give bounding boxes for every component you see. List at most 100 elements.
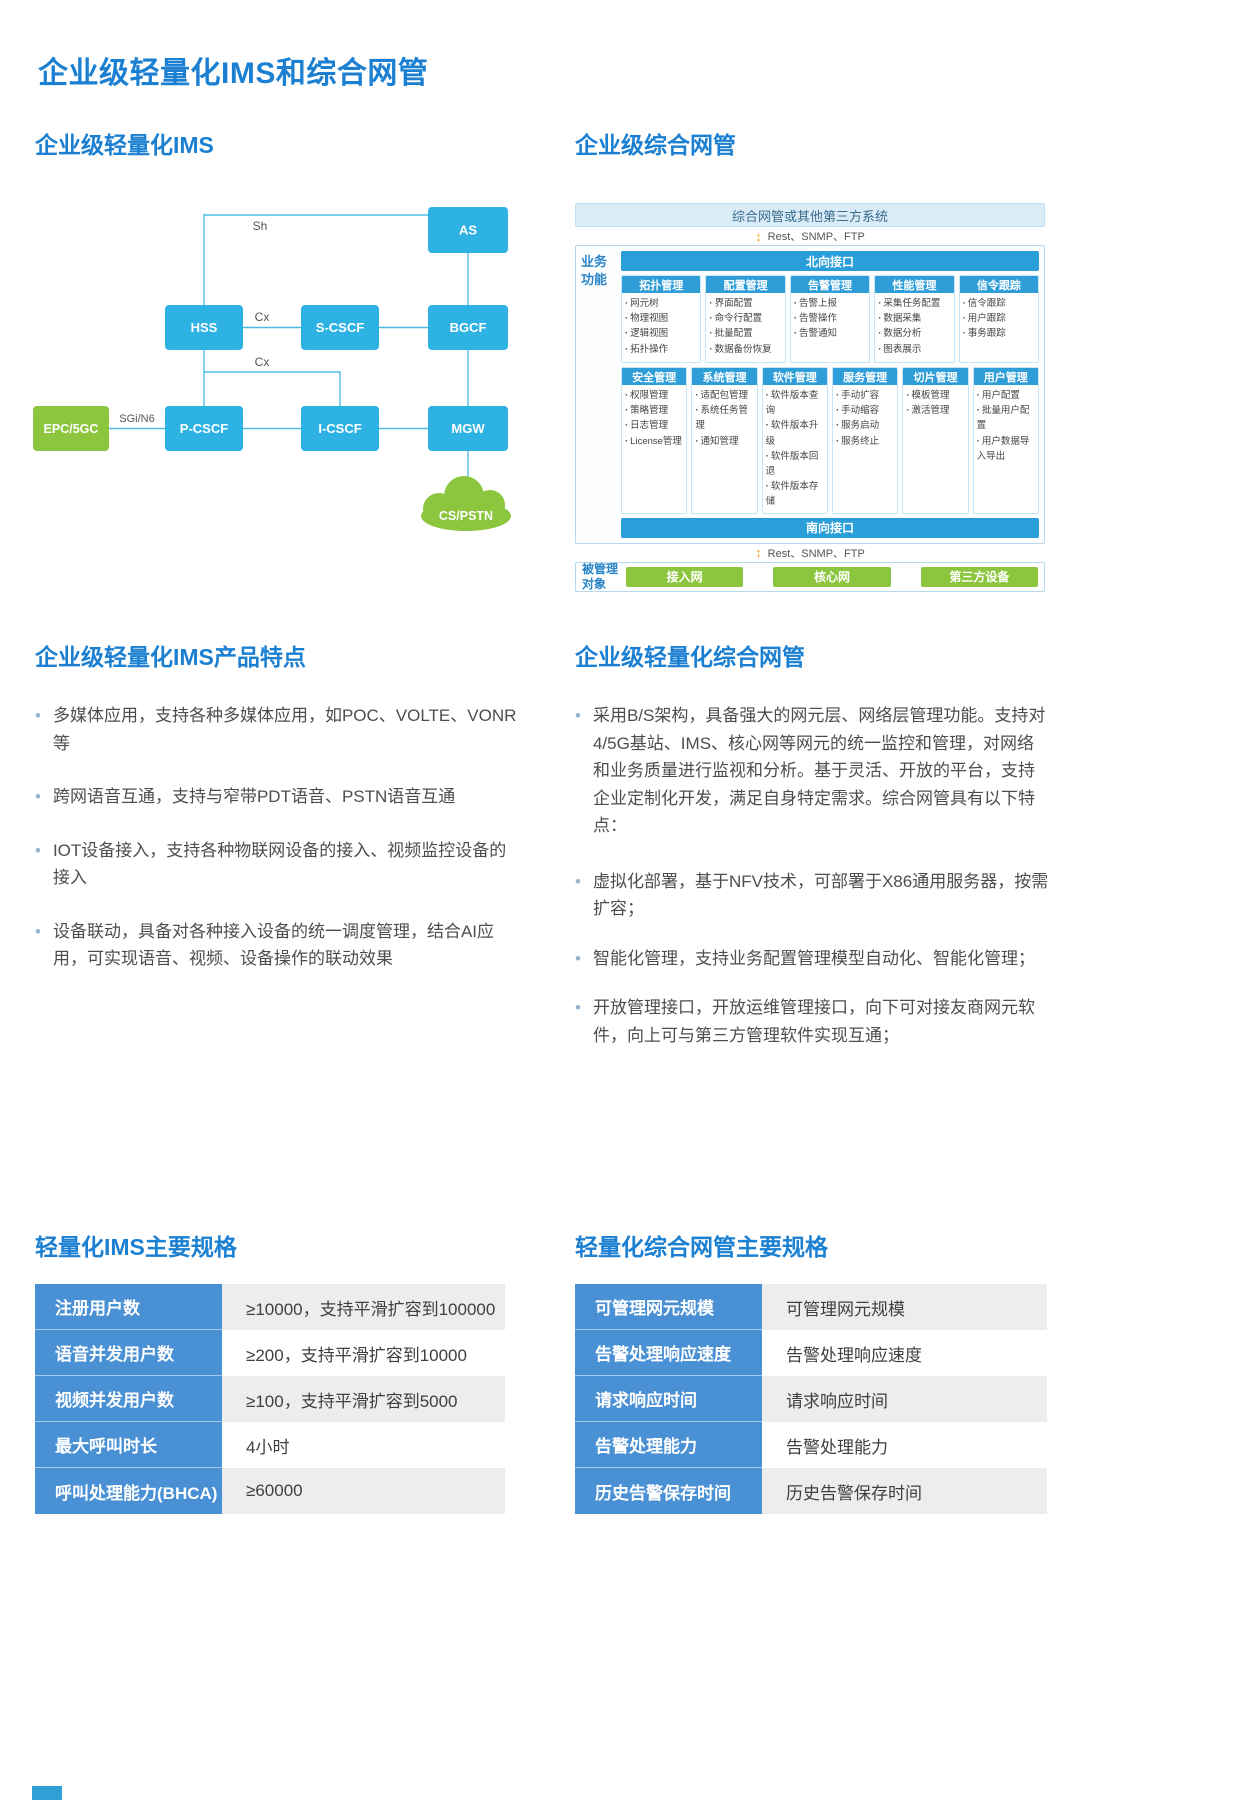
spec-label: 视频并发用户数 [35, 1376, 222, 1422]
ims-node-hss-label: HSS [191, 320, 218, 335]
nms-module: 切片管理 模板管理激活管理 [902, 367, 969, 514]
feature-text: 跨网语音互通，支持与窄带PDT语音、PSTN语音互通 [52, 787, 456, 807]
ims-node-bgcf [428, 305, 508, 350]
ims-node-as [428, 207, 508, 253]
nms-specs-heading: 轻量化综合网管主要规格 [575, 1234, 828, 1260]
nms-module: 服务管理 手动扩容手动缩容服务启动服务终止 [831, 367, 899, 514]
managed-object-bar: 第三方设备 [920, 566, 1038, 587]
nms-module-item: 命令行配置 [709, 311, 783, 326]
ims-node-as-label: AS [459, 223, 477, 238]
nms-module-items: 告警上报告警操作告警通知 [791, 293, 869, 345]
ims-node-cspstn-cloud [421, 476, 511, 531]
ims-node-icscf [301, 406, 379, 451]
ims-node-pcscf-label: P-CSCF [180, 421, 228, 436]
spec-value: ≥10000，支持平滑扩容到100000 [222, 1284, 505, 1330]
managed-object-bar: 接入网 [626, 566, 744, 587]
feature-text: 设备联动，具备对各种接入设备的统一调度管理，结合AI应用，可实现语音、视频、设备… [52, 921, 495, 969]
nms-module-item: 软件版本升级 [766, 418, 826, 448]
nms-module: 软件管理 软件版本查询软件版本升级软件版本回退软件版本存储 [761, 367, 828, 514]
north-protocol-row: ↕ Rest、SNMP、FTP [575, 227, 1045, 245]
nms-module-item: 软件版本存储 [766, 479, 826, 509]
nms-module: 系统管理 适配包管理系统任务管理通知管理 [691, 367, 758, 514]
bullet-icon [575, 868, 581, 923]
nms-module-items: 手动扩容手动缩容服务启动服务终止 [833, 385, 897, 452]
managed-side-label: 被管理 对象 [582, 561, 619, 591]
nms-module-item: 日志管理 [625, 418, 685, 433]
nms-module-title: 安全管理 [622, 368, 687, 385]
nms-module-item: 信令跟踪 [963, 296, 1037, 311]
nms-module-item: 批量用户配置 [977, 403, 1037, 433]
ims-link-sh-label: Sh [253, 219, 268, 233]
spec-label: 最大呼叫时长 [35, 1422, 222, 1468]
nms-module-title: 拓扑管理 [622, 276, 701, 293]
south-interface-bar: 南向接口 [621, 517, 1039, 538]
ims-features-heading: 企业级轻量化IMS产品特点 [35, 644, 306, 670]
ims-node-pcscf [165, 406, 243, 451]
spec-row: 历史告警保存时间 历史告警保存时间 [575, 1468, 1047, 1514]
spec-label: 告警处理能力 [575, 1422, 762, 1468]
footer-accent-bar [32, 1786, 62, 1800]
ims-link-cx1-label: Cx [255, 310, 270, 324]
nms-module-title: 切片管理 [903, 368, 968, 385]
ims-node-bgcf-label: BGCF [450, 320, 487, 335]
spec-row: 最大呼叫时长 4小时 [35, 1422, 505, 1468]
spec-row: 告警处理响应速度 告警处理响应速度 [575, 1330, 1047, 1376]
protocol-label: Rest、SNMP、FTP [767, 231, 865, 243]
nms-module-item: 系统任务管理 [695, 403, 755, 433]
ims-features-list: 多媒体应用，支持各种多媒体应用，如POC、VOLTE、VONR等 跨网语音互通，… [35, 702, 519, 999]
nms-module-item: 激活管理 [906, 403, 966, 418]
nms-module-item: 数据分析 [878, 326, 952, 341]
nms-module: 性能管理 采集任务配置数据采集数据分析图表展示 [874, 275, 955, 363]
spec-value: ≥200，支持平滑扩容到10000 [222, 1330, 505, 1376]
nms-module-item: 用户数据导入导出 [977, 434, 1037, 464]
nms-specs-table: 可管理网元规模 可管理网元规模 告警处理响应速度 告警处理响应速度 请求响应时间… [575, 1284, 1047, 1514]
nms-module-item: 用户配置 [977, 388, 1037, 403]
nms-module: 配置管理 界面配置命令行配置批量配置数据备份恢复 [705, 275, 786, 363]
nms-module: 告警管理 告警上报告警操作告警通知 [789, 275, 871, 363]
nms-module-item: License管理 [625, 434, 685, 449]
protocol-label: Rest、SNMP、FTP [767, 547, 865, 560]
south-protocol-row: ↕ Rest、SNMP、FTP [575, 544, 1045, 562]
nms-module-items: 权限管理策略管理日志管理License管理 [622, 385, 686, 452]
nms-module-item: 事务跟踪 [963, 326, 1037, 341]
nms-module-title: 服务管理 [832, 368, 898, 385]
nms-module-row-2: 安全管理 权限管理策略管理日志管理License管理 系统管理 适配包管理系统任… [621, 367, 1039, 514]
spec-label: 呼叫处理能力(BHCA) [35, 1468, 222, 1514]
nms-module-item: 告警通知 [794, 326, 868, 341]
nms-module-item: 界面配置 [709, 296, 783, 311]
feature-bullet: 设备联动，具备对各种接入设备的统一调度管理，结合AI应用，可实现语音、视频、设备… [35, 918, 519, 973]
feature-bullet: 虚拟化部署，基于NFV技术，可部署于X86通用服务器，按需扩容； [575, 868, 1049, 923]
nms-features-heading: 企业级轻量化综合网管 [575, 644, 805, 670]
ims-links [109, 214, 469, 488]
nms-module-item: 手动缩容 [836, 403, 896, 418]
external-systems-bar: 综合网管或其他第三方系统 [575, 203, 1045, 227]
spec-row: 告警处理能力 告警处理能力 [575, 1422, 1047, 1468]
nms-module-items: 模板管理激活管理 [903, 385, 967, 421]
feature-text: 智能化管理，支持业务配置管理模型自动化、智能化管理； [592, 948, 1035, 968]
nms-module-item: 软件版本查询 [766, 388, 826, 418]
feature-bullet: 跨网语音互通，支持与窄带PDT语音、PSTN语音互通 [35, 783, 519, 811]
spec-label: 告警处理响应速度 [575, 1330, 762, 1376]
spec-row: 可管理网元规模 可管理网元规模 [575, 1284, 1047, 1330]
nms-module-items: 信令跟踪用户跟踪事务跟踪 [960, 293, 1038, 345]
ims-node-hss [165, 305, 243, 350]
nms-module-item: 适配包管理 [695, 388, 755, 403]
spec-value: 可管理网元规模 [762, 1284, 1047, 1330]
nms-module-item: 告警上报 [794, 296, 868, 311]
nms-module-title: 软件管理 [762, 368, 827, 385]
spec-label: 语音并发用户数 [35, 1330, 222, 1376]
nms-module-items: 用户配置批量用户配置用户数据导入导出 [974, 385, 1038, 467]
spec-row: 请求响应时间 请求响应时间 [575, 1376, 1047, 1422]
feature-text: 多媒体应用，支持各种多媒体应用，如POC、VOLTE、VONR等 [52, 706, 517, 753]
nms-features-list: 采用B/S架构，具备强大的网元层、网络层管理功能。支持对4/5G基站、IMS、核… [575, 702, 1049, 1071]
nms-module-item: 物理视图 [625, 311, 699, 326]
nms-module-item: 权限管理 [625, 388, 685, 403]
nms-module-title: 告警管理 [790, 276, 870, 293]
nms-module-row-1: 拓扑管理 网元树物理视图逻辑视图拓扑操作 配置管理 界面配置命令行配置批量配置数… [621, 275, 1040, 363]
business-functions-panel: 业务 功能 北向接口 拓扑管理 网元树物理视图逻辑视图拓扑操作 配置管理 界面配… [575, 245, 1045, 544]
ims-node-cspstn-label: CS/PSTN [439, 509, 493, 523]
nms-module-item: 模板管理 [906, 388, 966, 403]
nms-module-items: 软件版本查询软件版本升级软件版本回退软件版本存储 [763, 385, 827, 513]
feature-bullet: 多媒体应用，支持各种多媒体应用，如POC、VOLTE、VONR等 [35, 702, 519, 757]
nms-module-item: 通知管理 [695, 434, 755, 449]
